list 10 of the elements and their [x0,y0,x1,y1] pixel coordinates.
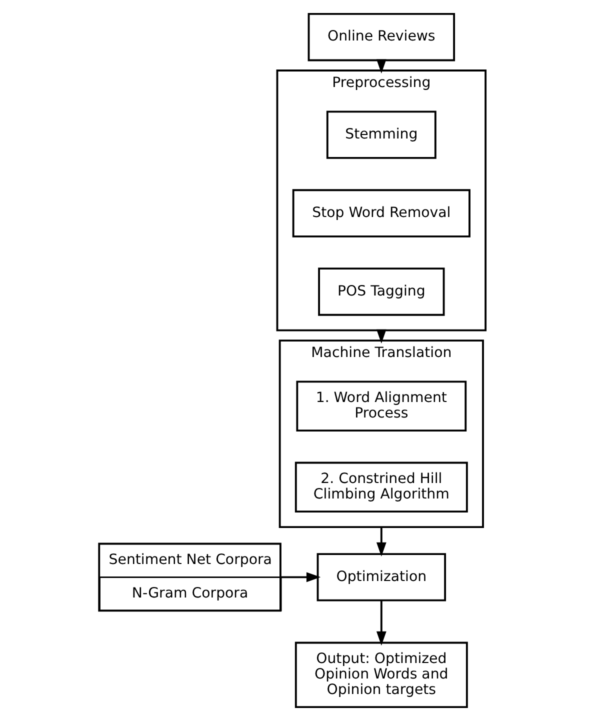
arrow [376,527,386,557]
arrow [280,572,321,582]
node-box: 2. Constrined Hill Climbing Algorithm [294,462,468,513]
arrow [376,600,386,646]
node-box: Optimization [316,553,446,602]
node-box: Stop Word Removal [292,189,470,238]
node-box: Stemming [326,110,436,159]
node-box: POS Tagging [318,268,445,316]
node-box: Output: Optimized Opinion Words and Opinion targets [294,642,468,708]
node-box: 1. Word Alignment Process [296,380,467,432]
